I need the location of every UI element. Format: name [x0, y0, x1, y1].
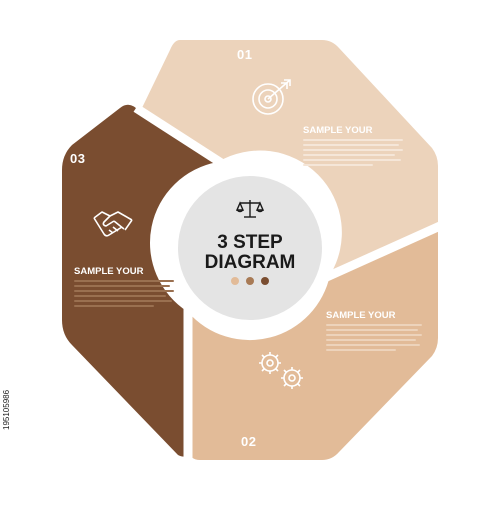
dot-2 [246, 277, 254, 285]
stock-id-watermark: 195105986 [2, 389, 11, 430]
step-01-text-placeholder [303, 139, 403, 169]
step-03-number: 03 [70, 151, 86, 166]
step-02-number: 02 [241, 434, 257, 449]
diagram-title-line1: 3 STEP [217, 232, 283, 253]
dot-3 [261, 277, 269, 285]
step-03-text-placeholder [74, 280, 174, 310]
diagram-title-line2: DIAGRAM [204, 252, 296, 273]
step-01-heading: SAMPLE YOUR [303, 125, 373, 136]
step-03-heading: SAMPLE YOUR [74, 266, 144, 277]
step-02-text-placeholder [326, 324, 422, 354]
target-icon [252, 79, 291, 115]
segment-01 [140, 40, 438, 275]
dot-1 [231, 277, 239, 285]
gears-icon [259, 352, 303, 389]
segment-02 [188, 228, 438, 460]
scales-icon [236, 200, 264, 218]
handshake-icon [93, 211, 133, 237]
step-02-heading: SAMPLE YOUR [326, 310, 396, 321]
center-circle [178, 176, 322, 320]
step-01-number: 01 [237, 47, 253, 62]
